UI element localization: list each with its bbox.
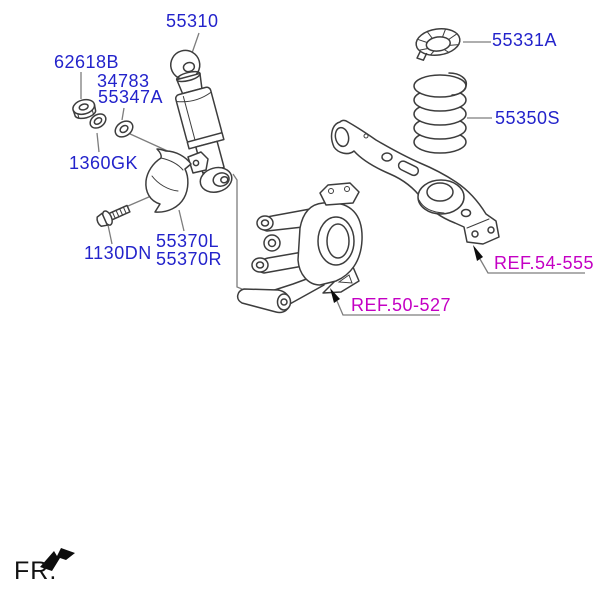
callout-spring-pad[interactable]: 55331A — [492, 30, 558, 50]
bolt-drawing — [96, 204, 131, 228]
callout-bolt[interactable]: 1130DN — [84, 243, 152, 263]
spring-pad-drawing — [415, 28, 461, 61]
ref-link-rear-axle[interactable]: REF.50-527 — [351, 295, 452, 315]
washer-large-drawing — [114, 120, 134, 138]
ref-50-527-leader — [330, 288, 440, 316]
callout-washer-34783[interactable]: 34783 — [97, 71, 150, 91]
callout-dust-cover-left[interactable]: 55370L — [156, 231, 220, 251]
shock-absorber-drawing — [169, 49, 233, 193]
ref-link-rear-arm[interactable]: REF.54-555 — [494, 253, 595, 273]
coil-spring-drawing — [413, 72, 468, 154]
ref-54-555-arrow-icon — [473, 245, 483, 261]
callout-washer-55347a[interactable]: 55347A — [98, 87, 164, 107]
callout-dust-cover-right[interactable]: 55370R — [156, 249, 223, 269]
front-direction-arrow-icon — [40, 548, 75, 571]
dust-cover-drawing — [145, 148, 192, 213]
callout-washer-1360gk[interactable]: 1360GK — [69, 153, 139, 173]
callout-shock-absorber[interactable]: 55310 — [166, 11, 219, 31]
ref-50-527-arrow-icon — [330, 288, 340, 303]
callout-coil-spring[interactable]: 55350S — [495, 108, 561, 128]
ref-54-555-leader — [473, 245, 585, 274]
knuckle-drawing — [236, 182, 363, 314]
rear-arm-drawing — [330, 119, 500, 245]
callout-nut[interactable]: 62618B — [54, 52, 120, 72]
nut-drawing — [72, 98, 97, 120]
front-marker-label: FR. — [14, 557, 58, 585]
washer-small-drawing — [89, 113, 107, 129]
